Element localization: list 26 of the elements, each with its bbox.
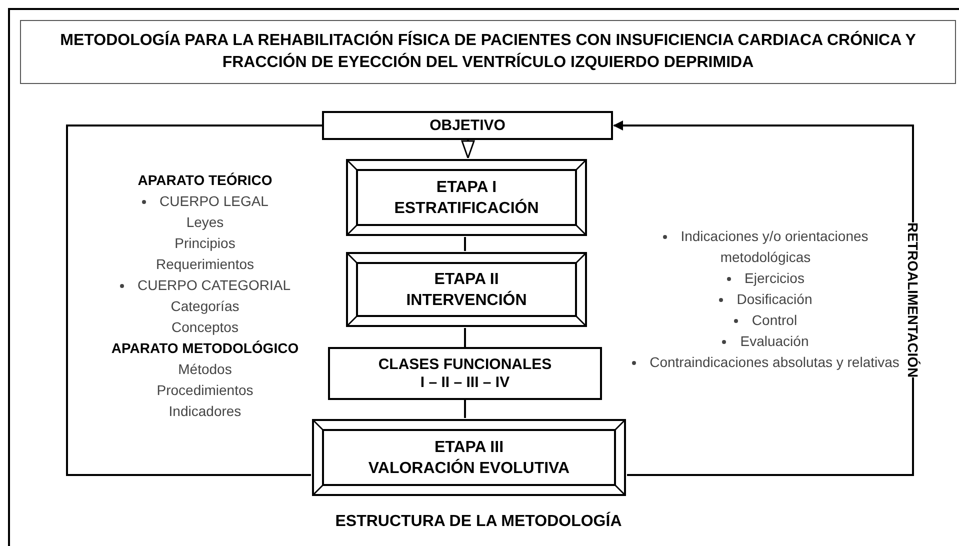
process-box: OBJETIVO bbox=[322, 111, 613, 140]
stage-box: ETAPA I ESTRATIFICACIÓN bbox=[345, 158, 588, 237]
caption: ESTRUCTURA DE LA METODOLOGÍA bbox=[334, 510, 623, 532]
title: METODOLOGÍA PARA LA REHABILITACIÓN FÍSICA DE PACIENTES CON INSUFICIENCIA CARDIACA CRÓNICA Y FRACCIÓN DE EYECCIÓN DEL VENTRÍCULO IZQUIERDO DEPRIMIDA bbox=[20, 20, 956, 84]
list-item: Contraindicaciones absolutas y relativas bbox=[650, 354, 900, 370]
list-item: CUERPO CATEGORIAL bbox=[138, 277, 290, 293]
stage-box: ETAPA II INTERVENCIÓN bbox=[345, 251, 588, 328]
list-item: Conceptos bbox=[172, 319, 238, 335]
section-heading: APARATO TEÓRICO bbox=[138, 172, 272, 188]
list-item: Categorías bbox=[170, 298, 240, 314]
list-item: Dosificación bbox=[736, 291, 812, 307]
list-item: CUERPO LEGAL bbox=[160, 193, 268, 209]
list-item: Ejercicios bbox=[744, 270, 804, 286]
list-item: Evaluación bbox=[740, 333, 809, 349]
list-item: Control bbox=[752, 312, 798, 328]
process-box: CLASES FUNCIONALES I – II – III – IV bbox=[328, 347, 602, 400]
connector-arrow bbox=[461, 140, 475, 159]
list-item: Indicaciones y/o orientaciones metodológicas bbox=[680, 228, 868, 265]
list-item: Indicadores bbox=[168, 403, 242, 419]
list-item: Leyes bbox=[186, 214, 224, 230]
stage-box: ETAPA III VALORACIÓN EVOLUTIVA bbox=[311, 418, 627, 497]
list-item: Métodos bbox=[178, 361, 232, 377]
list-item: Principios bbox=[174, 235, 236, 251]
list-item: Requerimientos bbox=[156, 256, 254, 272]
list-item: Procedimientos bbox=[156, 382, 254, 398]
section-heading: APARATO METODOLÓGICO bbox=[111, 340, 299, 356]
